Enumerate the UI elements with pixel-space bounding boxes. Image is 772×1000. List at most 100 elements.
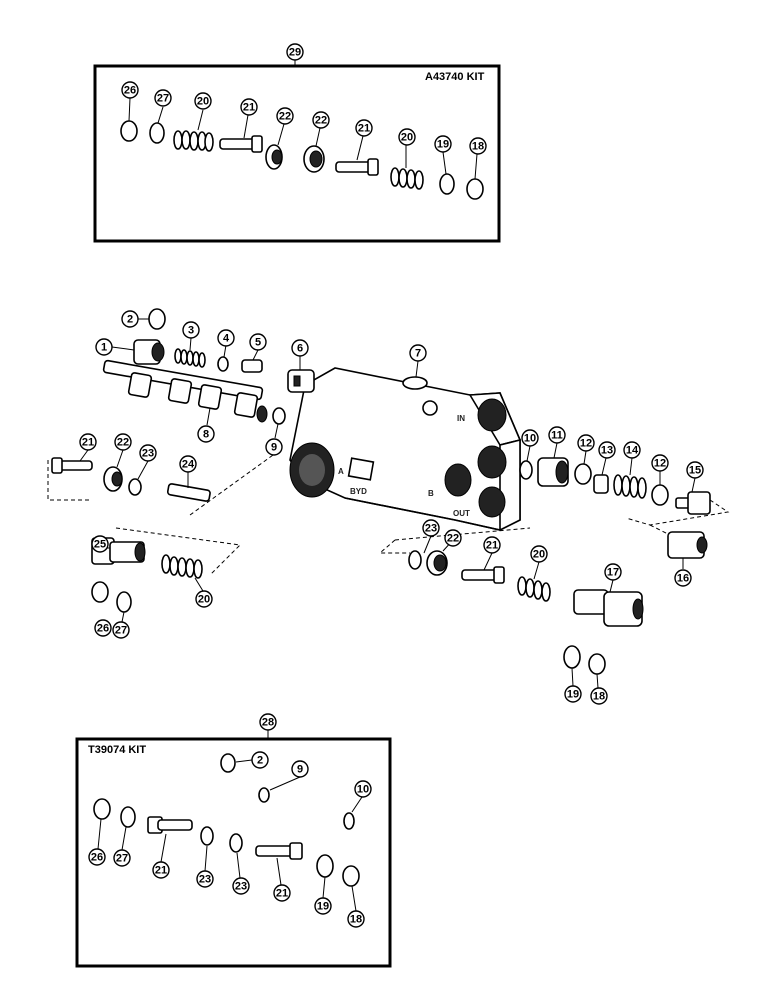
spring-20-left (161, 554, 203, 579)
callout-m-12a: 12 (577, 434, 595, 452)
poppet-21-right (461, 566, 505, 584)
poppet-21b (335, 158, 379, 176)
sleeve-11 (537, 457, 569, 487)
callout-number: 26 (124, 85, 136, 97)
callout-number: 27 (157, 93, 169, 105)
plug-16 (667, 531, 708, 559)
callout-m-19: 19 (564, 685, 582, 703)
relief-valve-17 (573, 589, 644, 627)
callout-k2-21b: 21 (273, 884, 291, 902)
o-ring-10-kit (343, 812, 355, 830)
callout-m-18: 18 (590, 687, 608, 705)
washer-26 (120, 120, 138, 142)
kit-28-box (75, 737, 392, 968)
callout-m-15: 15 (686, 461, 704, 479)
valve-body-7: IN A B BYD OUT (289, 367, 522, 531)
callout-m-22a: 22 (114, 433, 132, 451)
washer-26-left (91, 581, 109, 603)
callout-number: 8 (203, 429, 209, 441)
callout-m-27: 27 (112, 621, 130, 639)
port-label-in: IN (457, 414, 465, 423)
callout-m-4: 4 (217, 329, 235, 347)
callout-k1-20a: 20 (194, 92, 212, 110)
callout-number: 24 (182, 459, 195, 471)
callout-number: 4 (223, 333, 230, 345)
callout-number: 21 (358, 123, 370, 135)
callout-m-21b: 21 (483, 536, 501, 554)
callout-number: 19 (567, 689, 579, 701)
callout-m-23a: 23 (139, 444, 157, 462)
callout-number: 22 (447, 533, 459, 545)
callout-number: 21 (243, 102, 255, 114)
callout-number: 27 (116, 853, 128, 865)
spring-20-right (517, 576, 551, 602)
callout-number: 21 (276, 888, 288, 900)
callout-m-12b: 12 (651, 454, 669, 472)
callout-k2-9: 9 (291, 760, 309, 778)
callout-m-11: 11 (548, 426, 566, 444)
callout-number: 20 (197, 96, 209, 108)
callout-number: 26 (97, 623, 109, 635)
callout-number: 21 (155, 865, 167, 877)
callout-number: 21 (486, 540, 498, 552)
callout-number: 5 (255, 337, 261, 349)
port-label-a: A (338, 467, 344, 476)
callout-m-21a: 21 (79, 433, 97, 451)
callout-number: 27 (115, 625, 127, 637)
callout-m-20b: 20 (530, 545, 548, 563)
plug-1 (133, 339, 165, 365)
callout-m-8: 8 (197, 425, 215, 443)
washer-18-kit (342, 865, 360, 887)
poppet-21-left (51, 457, 93, 474)
callout-number: 23 (425, 523, 437, 535)
spring-14 (613, 474, 647, 499)
callout-m-6: 6 (291, 339, 309, 357)
kit-29-group: A43740 KIT (93, 60, 501, 243)
kit-28-group: T39074 KIT (75, 730, 392, 968)
callout-number: 21 (82, 437, 94, 449)
callout-m-7: 7 (409, 344, 427, 362)
spring-3 (174, 348, 206, 368)
port-label-b: B (428, 489, 434, 498)
callout-number: 12 (654, 458, 666, 470)
callout-m-20a: 20 (195, 590, 213, 608)
callout-m-14: 14 (623, 441, 641, 459)
port-label-out: OUT (453, 509, 470, 518)
callout-number: 19 (437, 139, 449, 151)
callout-k1-20b: 20 (398, 128, 416, 146)
seat-22-right (426, 550, 448, 576)
callout-number: 23 (235, 881, 247, 893)
o-ring-19 (439, 173, 455, 195)
o-ring-9 (272, 407, 286, 425)
callout-k2-27: 27 (113, 849, 131, 867)
callout-number: 6 (297, 343, 303, 355)
callout-k1-21a: 21 (240, 98, 258, 116)
callout-number: 26 (91, 852, 103, 864)
o-ring-23-kit-a (200, 826, 214, 846)
seat-22b (303, 145, 325, 173)
callout-m-5: 5 (249, 333, 267, 351)
o-ring-2 (148, 308, 166, 330)
stop-5 (241, 359, 263, 373)
spring-20b (390, 167, 424, 190)
callout-m-9: 9 (265, 438, 283, 456)
callout-m-13: 13 (598, 441, 616, 459)
callout-number: 10 (524, 433, 536, 445)
callout-m-26: 26 (94, 619, 112, 637)
cap-6 (287, 369, 315, 393)
o-ring-19-kit (316, 854, 334, 878)
callout-number: 7 (415, 348, 421, 360)
o-ring-23-right (408, 550, 422, 570)
callout-number: 1 (101, 342, 107, 354)
callout-k2-2: 2 (251, 751, 269, 769)
callout-k1-19: 19 (434, 135, 452, 153)
washer-18 (466, 178, 484, 200)
spool-8 (102, 359, 268, 423)
poppet-21-kit-b (255, 842, 303, 860)
callout-k2-23b: 23 (232, 877, 250, 895)
callout-number: 11 (551, 430, 563, 442)
pin-24 (166, 483, 211, 502)
poppet-21-kit-a (147, 816, 193, 834)
callout-m-22b: 22 (444, 529, 462, 547)
